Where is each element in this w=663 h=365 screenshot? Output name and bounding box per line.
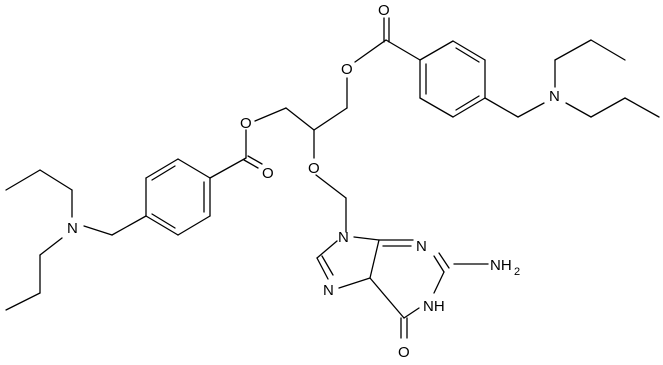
atom-label-nh2-subscript: 2 (514, 266, 520, 278)
right-dipropylamine-bonds (554, 39, 660, 118)
right-benzoate-bonds (354, 17, 545, 118)
atom-label-n-left: N (67, 220, 78, 237)
atom-label-n7: N (323, 282, 334, 299)
atom-label-nh1: NH (423, 298, 445, 315)
central-chain-bonds (254, 77, 348, 233)
left-benzoate-bonds (83, 129, 263, 236)
atom-label-o-ester-left: O (240, 115, 252, 132)
atom-label-o-carbonyl-purine: O (398, 344, 410, 361)
atom-label-o-carbonyl-right: O (378, 2, 390, 19)
atom-label-n3: N (416, 238, 427, 255)
purine-ring-bonds (316, 236, 489, 339)
atom-label-n9: N (338, 229, 349, 246)
left-dipropylamine-bonds (5, 169, 73, 311)
atom-label-n-right: N (549, 88, 560, 105)
atom-labels: O O N O O O N N N NH 2 N NH O (67, 2, 560, 361)
atom-label-o-ester-right: O (341, 61, 353, 78)
atom-label-nh2: NH (490, 257, 512, 274)
atom-label-o-carbonyl-left: O (262, 165, 274, 182)
atom-label-o-ether: O (308, 160, 320, 177)
